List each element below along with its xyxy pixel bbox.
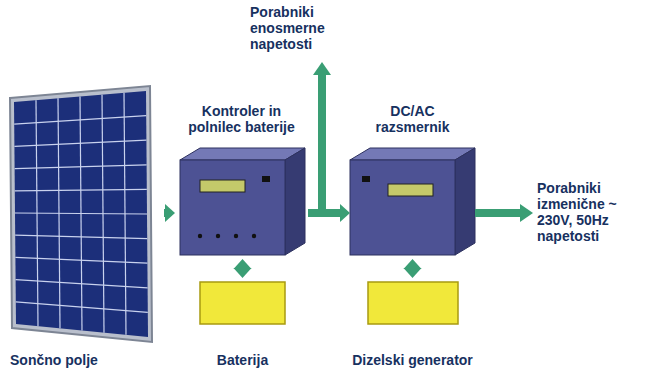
flow-arrow [234,259,252,278]
node-text: Sončno polje [10,352,98,368]
node-text: Dizelski generator [352,352,473,368]
ac-consumers-label: Porabniki izmenične ~ 230V, 50Hz napetos… [537,180,645,244]
generator-block [368,282,458,324]
solar-field: Sončno polje [4,80,164,372]
controller-box [180,148,305,255]
dc-branch-arrow [313,62,331,217]
inverter-node: DC/AC razsmernik [350,103,475,259]
ac-output-arrow [475,204,533,222]
dc-consumers-label: Porabniki enosmerne napetosti [250,4,360,52]
generator-node: Dizelski generator [320,278,505,372]
node-text: Baterija [217,352,268,368]
controller-node: Kontroler in polnilec baterije [175,103,308,259]
node-text: DC/AC razsmernik [368,103,458,135]
flow-arrow [404,259,422,278]
battery-node: Baterija [190,278,295,372]
node-text: Kontroler in polnilec baterije [179,103,304,135]
solar-panel [10,86,152,342]
flow-arrow [164,204,175,222]
battery-block [200,282,285,324]
flow-arrow [308,204,350,222]
inverter-box [350,148,475,255]
